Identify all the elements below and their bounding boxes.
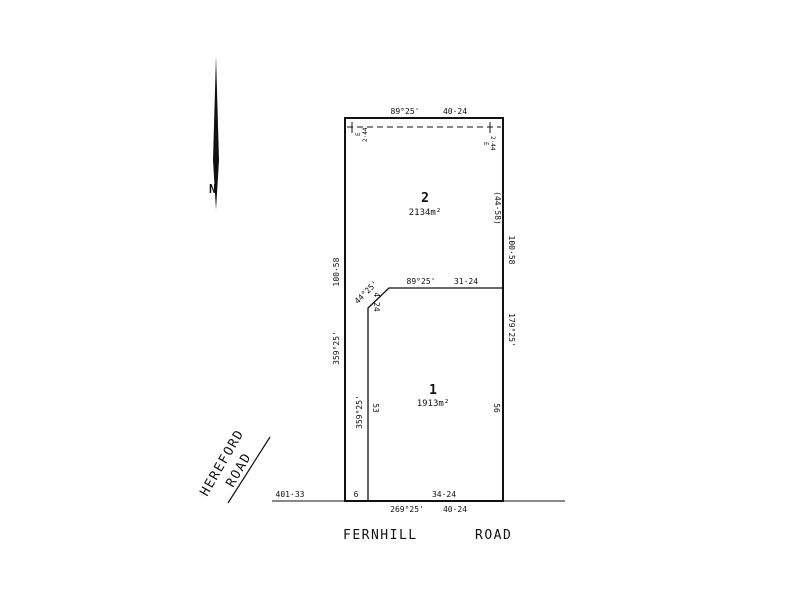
right-lot1: 56 — [492, 403, 501, 413]
frontage-left: 401·33 — [276, 490, 305, 499]
lot-1: 1 1913m² — [417, 383, 450, 409]
left-length: 100·58 — [332, 257, 341, 286]
easement-left-label: E — [355, 132, 362, 136]
corner-length: 4·24 — [372, 292, 381, 311]
parcel-boundaries — [344, 117, 504, 502]
inner-top-length: 31·24 — [454, 277, 478, 286]
easement-left-width: 2·44 — [362, 127, 369, 142]
lot-2: 2 2134m² — [409, 191, 442, 218]
right-length: 100·58 — [507, 236, 516, 265]
bottom-strip: 6 — [354, 490, 359, 499]
top-length: 40·24 — [443, 107, 467, 116]
right-partial: (44·58) — [493, 191, 502, 225]
north-arrow: N — [209, 56, 219, 210]
bottom-bearing: 269°25' — [390, 505, 424, 514]
fernhill-road-label: FERNHILL ROAD — [343, 528, 512, 543]
parent-parcel-boundary — [344, 117, 504, 502]
fernhill-road-suffix: ROAD — [475, 528, 512, 543]
hereford-road-label: HEREFORD ROAD — [197, 427, 255, 499]
inner-left-bearing: 359°25' — [355, 395, 364, 429]
north-arrow-label: N — [209, 182, 216, 196]
fernhill-road-name: FERNHILL — [343, 528, 418, 543]
lot-1-area: 1913m² — [417, 399, 450, 409]
inner-top-bearing: 89°25' — [407, 277, 436, 286]
hereford-road-line — [227, 436, 271, 504]
left-bearing: 359°25' — [332, 331, 341, 365]
right-bearing: 179°25' — [507, 313, 516, 347]
lot-2-number: 2 — [421, 191, 429, 206]
inner-left-length: 53 — [371, 403, 380, 413]
top-bearing: 89°25' — [391, 107, 420, 116]
easement-right-label: E — [482, 142, 489, 146]
easement-right-width: 2·44 — [489, 136, 496, 151]
lot-2-area: 2134m² — [409, 208, 442, 218]
lot-division-line — [367, 287, 503, 501]
bottom-lot1: 34·24 — [432, 490, 456, 499]
bottom-length: 40·24 — [443, 505, 467, 514]
lot-1-number: 1 — [429, 383, 437, 398]
north-arrow-needle — [213, 56, 219, 210]
